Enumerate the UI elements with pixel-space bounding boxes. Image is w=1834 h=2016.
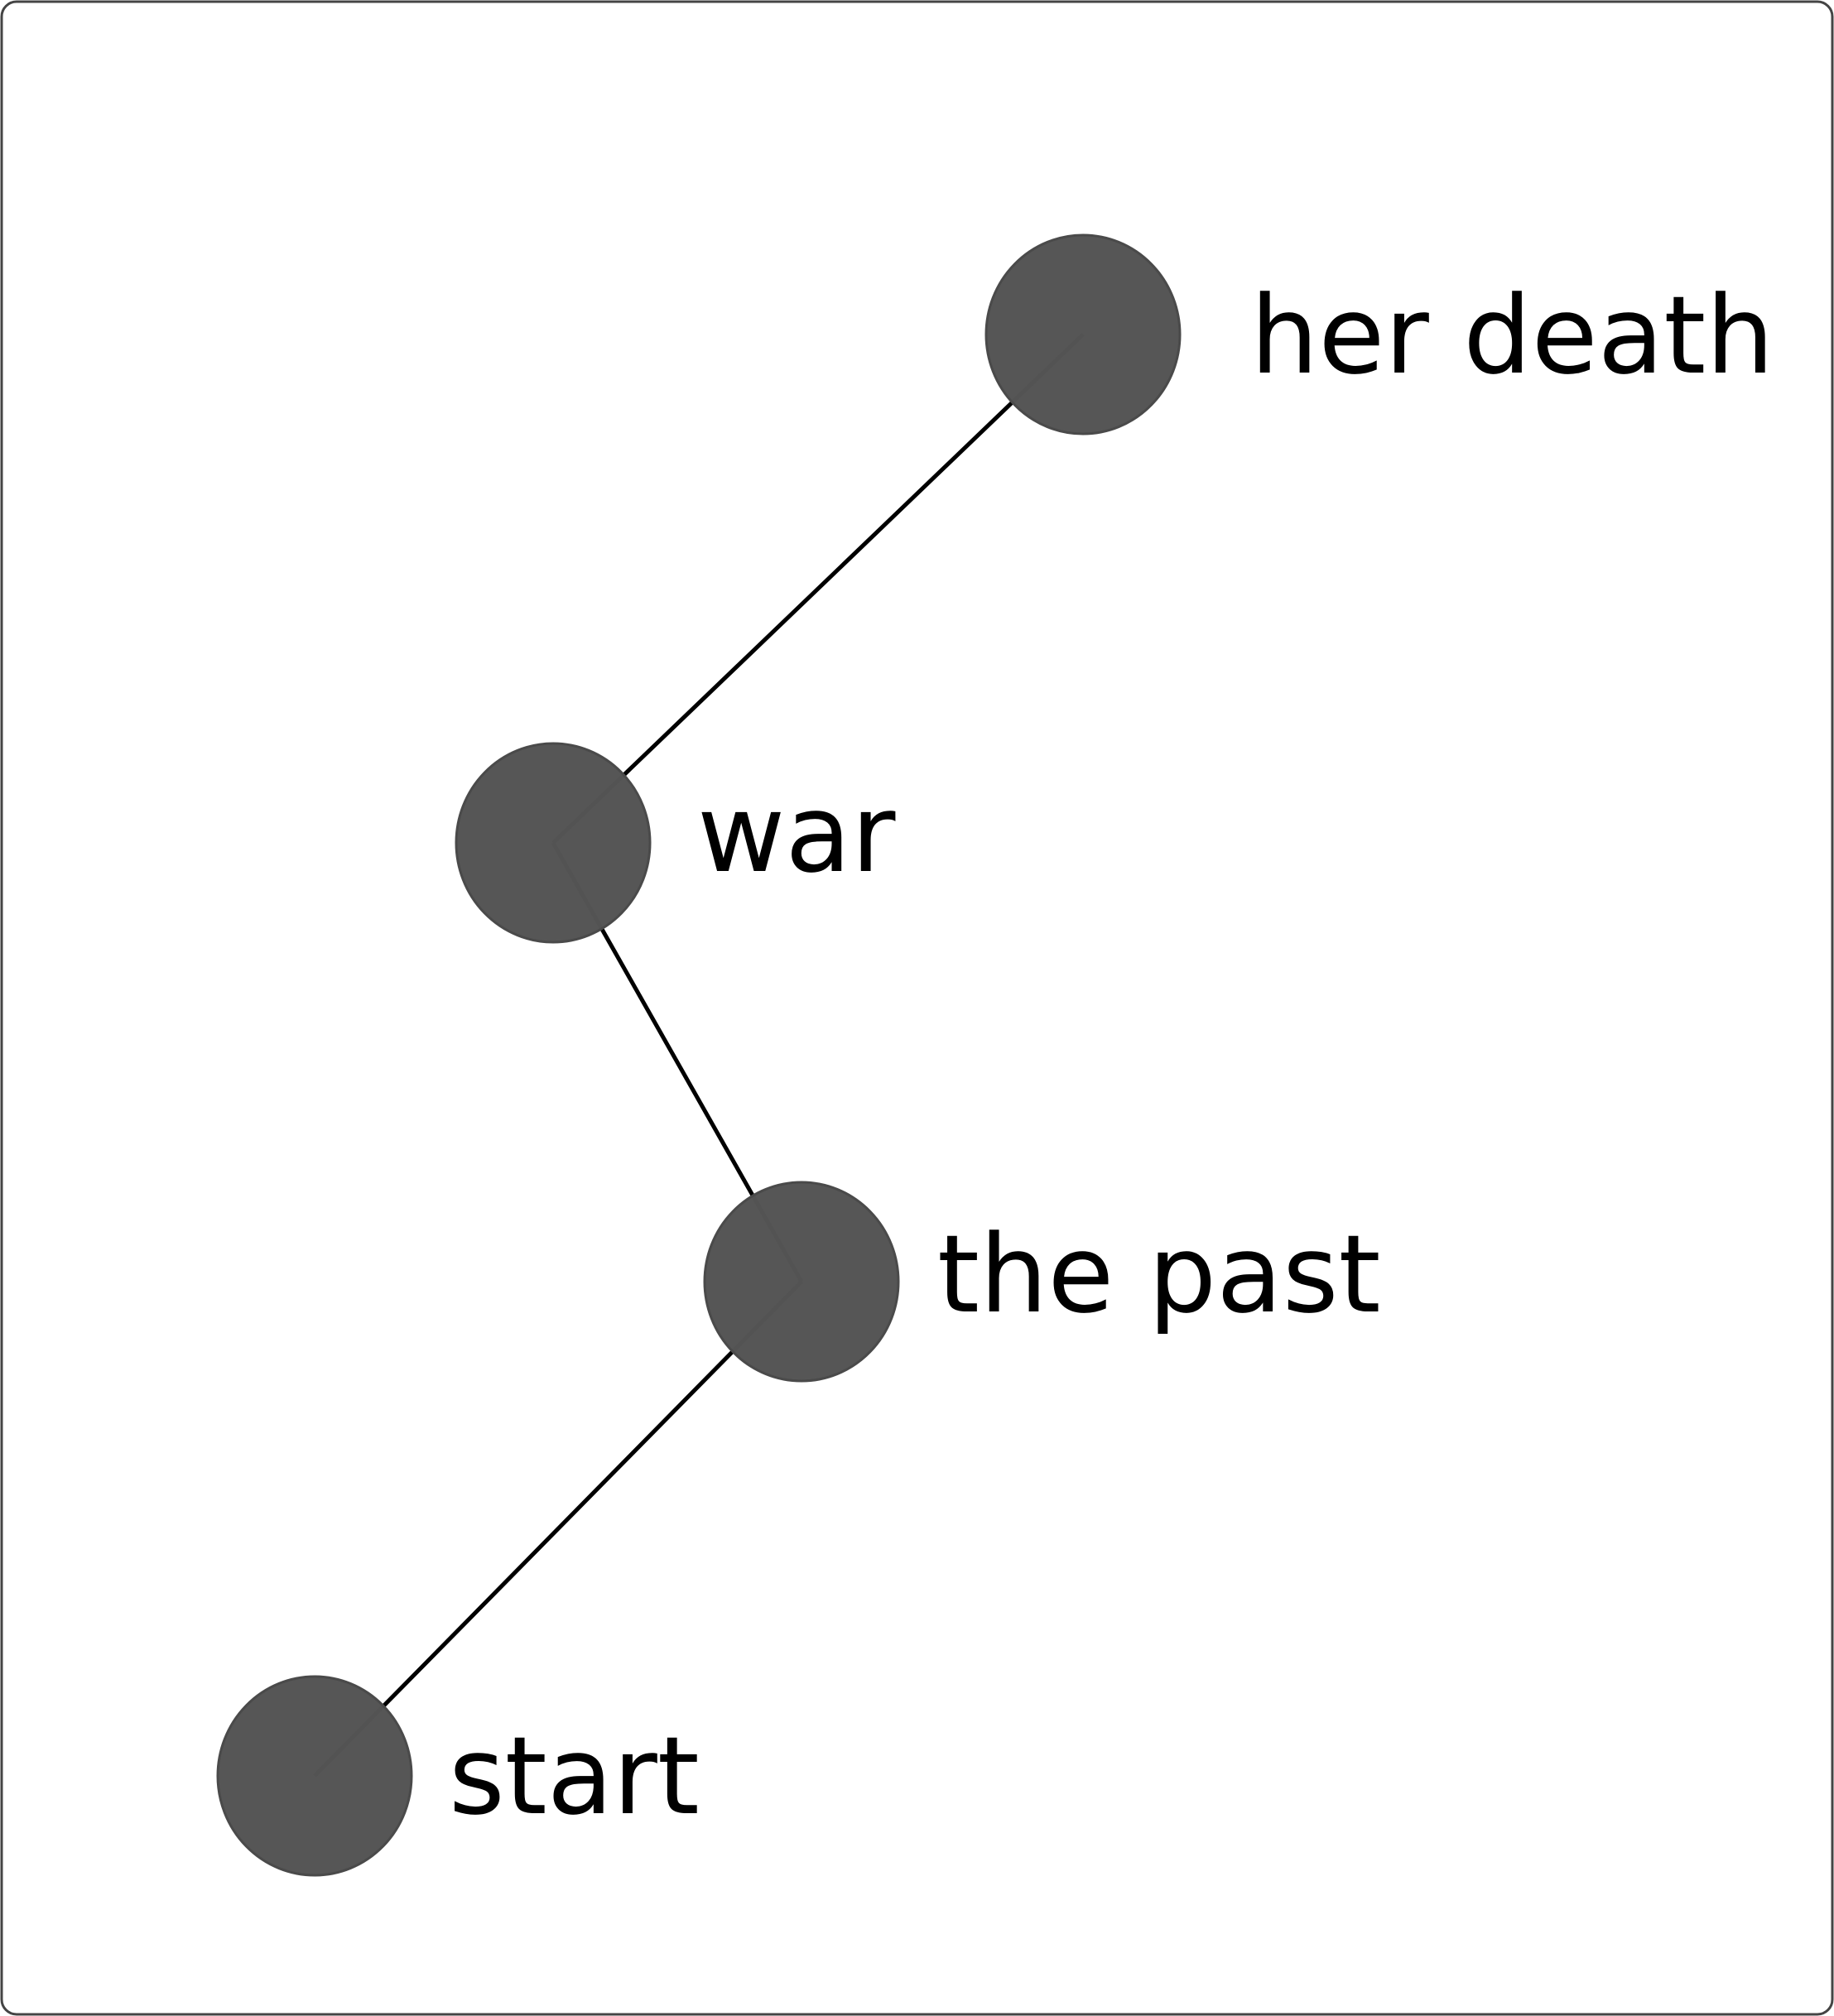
node-start: start [216,1675,700,1877]
node-label-start: start [449,1713,700,1839]
node-war: war [455,742,896,944]
edge-start-the-past [313,1280,803,1778]
node-her-death: her death [984,233,1774,435]
node-the-past: the past [703,1181,1381,1383]
node-circle [703,1181,900,1383]
node-circle [984,233,1182,435]
node-label-the-past: the past [937,1211,1381,1337]
node-label-her-death: her death [1250,272,1774,398]
node-label-war: war [697,771,896,897]
edge-war-her-death [551,333,1085,844]
node-circle [455,742,652,944]
node-circle [216,1675,413,1877]
